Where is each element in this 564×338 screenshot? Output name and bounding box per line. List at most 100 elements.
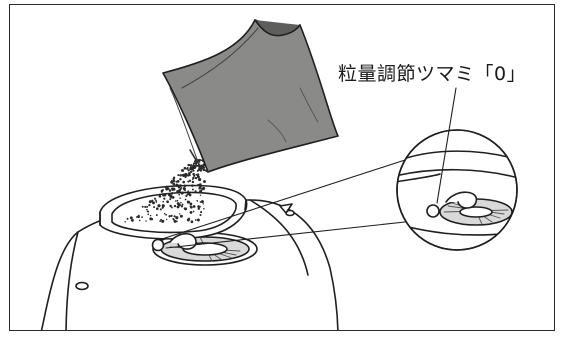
granule <box>173 215 176 218</box>
granule <box>152 201 155 205</box>
granule <box>191 184 194 187</box>
granule <box>189 210 193 214</box>
granule <box>176 220 178 223</box>
granule <box>145 220 147 222</box>
granule <box>141 205 144 208</box>
granule <box>170 206 173 209</box>
granule <box>187 180 190 183</box>
granule <box>137 215 140 219</box>
granule <box>195 163 197 166</box>
granule <box>130 218 134 222</box>
granule <box>179 174 182 177</box>
granule <box>173 219 177 223</box>
granule <box>171 193 173 195</box>
granule <box>158 194 162 198</box>
granule <box>148 200 152 204</box>
granule <box>173 204 177 208</box>
granule <box>192 172 195 176</box>
granule <box>186 166 189 169</box>
granule <box>189 167 192 170</box>
granule <box>179 178 182 181</box>
granule <box>162 204 164 206</box>
granule <box>147 210 150 213</box>
granule <box>191 188 194 191</box>
granule <box>169 204 172 208</box>
granule <box>141 216 143 218</box>
granule <box>126 217 129 220</box>
granule <box>178 193 181 196</box>
granule <box>168 194 170 197</box>
granule <box>184 207 188 211</box>
granule <box>186 218 190 222</box>
granule <box>161 219 165 223</box>
granule <box>190 220 194 224</box>
granule <box>196 199 199 202</box>
zoom-detail <box>396 129 518 251</box>
granule <box>197 207 200 210</box>
granule <box>183 184 187 188</box>
granule <box>189 202 193 206</box>
granule <box>203 180 206 183</box>
granule <box>170 214 173 218</box>
granule <box>149 214 152 217</box>
fertilizer-bag <box>162 19 339 173</box>
granule <box>165 218 168 221</box>
granule <box>192 205 196 208</box>
granule <box>183 166 187 170</box>
granule <box>159 208 162 211</box>
granule <box>164 185 168 189</box>
granule <box>200 200 204 204</box>
granule <box>199 201 202 203</box>
granule <box>174 200 177 202</box>
granule <box>146 205 149 208</box>
granule <box>169 194 173 198</box>
rate-knob-callout: 粒量調節ツマミ「0」 <box>338 63 527 85</box>
granule <box>169 198 172 201</box>
granule <box>156 207 159 210</box>
granule <box>175 216 179 220</box>
granule <box>179 214 183 218</box>
granule <box>165 213 168 216</box>
granule <box>198 183 202 186</box>
granule <box>175 180 178 183</box>
granule <box>197 205 200 208</box>
granule <box>184 198 187 201</box>
granule <box>155 201 158 203</box>
granule <box>188 173 190 175</box>
granule <box>168 215 171 218</box>
granule <box>180 191 184 195</box>
granule <box>190 170 193 173</box>
granule <box>182 180 185 184</box>
granule <box>190 164 193 167</box>
granule <box>193 164 195 167</box>
granule <box>160 190 164 193</box>
granule <box>199 194 202 197</box>
granule <box>201 187 204 191</box>
granule <box>192 210 195 213</box>
granule <box>177 174 180 177</box>
zoom-connector-lines <box>158 159 406 249</box>
granule <box>191 180 195 184</box>
granule <box>162 189 165 191</box>
granule <box>175 183 178 186</box>
granule <box>193 175 196 177</box>
granule <box>176 190 180 194</box>
granule <box>196 173 199 177</box>
granule <box>185 194 188 197</box>
granule <box>162 200 165 203</box>
granule <box>182 170 185 172</box>
granule <box>183 173 186 176</box>
granule <box>155 199 157 202</box>
granule <box>171 179 173 182</box>
granule <box>192 176 195 180</box>
granule <box>168 189 172 192</box>
granule <box>162 193 166 197</box>
granule <box>200 159 203 161</box>
granule <box>195 164 198 167</box>
granule <box>153 197 157 200</box>
granule <box>179 197 181 199</box>
granule <box>190 205 193 209</box>
granule <box>188 179 192 183</box>
granule <box>176 199 179 202</box>
